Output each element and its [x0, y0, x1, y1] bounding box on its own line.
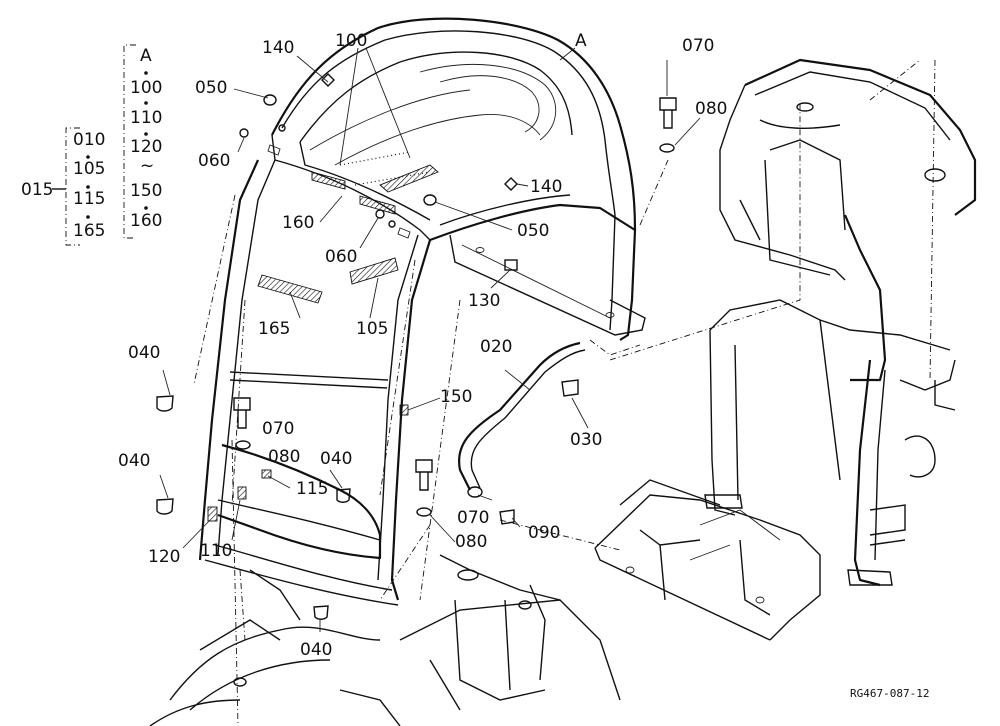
group-left-item: 105	[73, 159, 105, 179]
label-040: 040	[118, 451, 150, 471]
part-labels: 050 140 100 A 070 080 060 140 160 050 06…	[118, 31, 727, 660]
label-090: 090	[528, 523, 560, 543]
decal-105	[349, 257, 399, 285]
group-left-item: 010	[73, 130, 105, 150]
label-060: 060	[325, 247, 357, 267]
floor-bracket	[594, 479, 821, 641]
label-140: 140	[530, 177, 562, 197]
group-right-item: 120	[130, 137, 162, 157]
roof-decals	[311, 151, 439, 215]
label-060: 060	[198, 151, 230, 171]
label-040: 040	[128, 343, 160, 363]
group-right-item: ~	[140, 156, 154, 176]
group-left-item: 165	[73, 221, 105, 241]
label-040: 040	[300, 640, 332, 660]
label-100: 100	[335, 31, 367, 51]
group-right-item: A	[140, 46, 152, 66]
group-left-item: 115	[73, 189, 105, 209]
part-group-legend: 015 010 105 115 165 A 100 110 120 ~ 150 …	[21, 44, 162, 246]
label-070: 070	[457, 508, 489, 528]
machine-frame	[704, 58, 977, 587]
label-070: 070	[682, 36, 714, 56]
drawing-code: RG467-087-12	[850, 687, 929, 700]
label-050: 050	[195, 78, 227, 98]
bottom-floor	[149, 554, 621, 726]
group-right-item: 160	[130, 211, 162, 231]
label-130: 130	[468, 291, 500, 311]
label-105: 105	[356, 319, 388, 339]
label-160: 160	[282, 213, 314, 233]
group-right-item: 150	[130, 181, 162, 201]
label-120: 120	[148, 547, 180, 567]
decal-165	[257, 274, 323, 304]
group-right-item: 100	[130, 78, 162, 98]
group-right-item: 110	[130, 108, 162, 128]
label-110: 110	[200, 541, 232, 561]
label-080: 080	[695, 99, 727, 119]
label-050: 050	[517, 221, 549, 241]
label-150: 150	[440, 387, 472, 407]
label-040: 040	[320, 449, 352, 469]
label-070: 070	[262, 419, 294, 439]
label-080: 080	[455, 532, 487, 552]
label-115: 115	[296, 479, 328, 499]
label-140: 140	[262, 38, 294, 58]
canopy-frame	[198, 17, 646, 606]
label-A: A	[575, 31, 587, 51]
label-030: 030	[570, 430, 602, 450]
group-label: 015	[21, 180, 53, 200]
hardware	[156, 73, 677, 620]
leader-lines	[159, 47, 936, 726]
label-080: 080	[268, 447, 300, 467]
label-020: 020	[480, 337, 512, 357]
label-165: 165	[258, 319, 290, 339]
